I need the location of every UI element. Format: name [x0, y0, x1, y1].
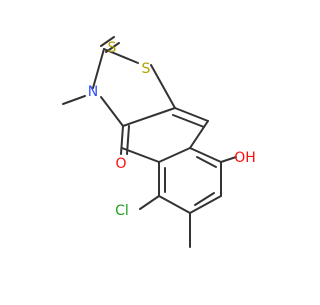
bond-11 [172, 114, 205, 128]
structure-canvas: S S N O OH Cl [62, 36, 256, 248]
bond-20 [194, 192, 215, 206]
atom-label-oxygen-carbonyl: O [115, 156, 126, 172]
atom-label-sulfur-ring: S [142, 61, 151, 77]
bond-16 [158, 195, 191, 214]
bond-9 [62, 95, 86, 105]
atom-label-chlorine: Cl [115, 203, 129, 219]
bond-7 [120, 125, 124, 155]
bond-4 [100, 96, 124, 127]
atom-label-hydroxyl: OH [234, 150, 256, 166]
bond-6 [122, 107, 176, 127]
bond-22 [220, 156, 237, 163]
bond-0 [100, 36, 115, 47]
bonds [62, 36, 237, 248]
bond-23 [121, 147, 160, 163]
bond-15 [189, 195, 222, 214]
bond-10 [174, 107, 209, 122]
bond-24 [139, 195, 160, 210]
molecule-diagram: S S N O OH Cl [62, 36, 256, 248]
bond-3 [92, 48, 105, 89]
bond-13 [189, 147, 222, 163]
atom-label-nitrogen: N [88, 84, 98, 100]
bond-18 [158, 147, 191, 163]
bond-5 [150, 64, 176, 109]
bond-2 [103, 48, 139, 64]
bond-12 [189, 120, 209, 149]
bond-19 [196, 156, 217, 168]
atom-label-sulfur-exocyclic: S [108, 40, 117, 56]
